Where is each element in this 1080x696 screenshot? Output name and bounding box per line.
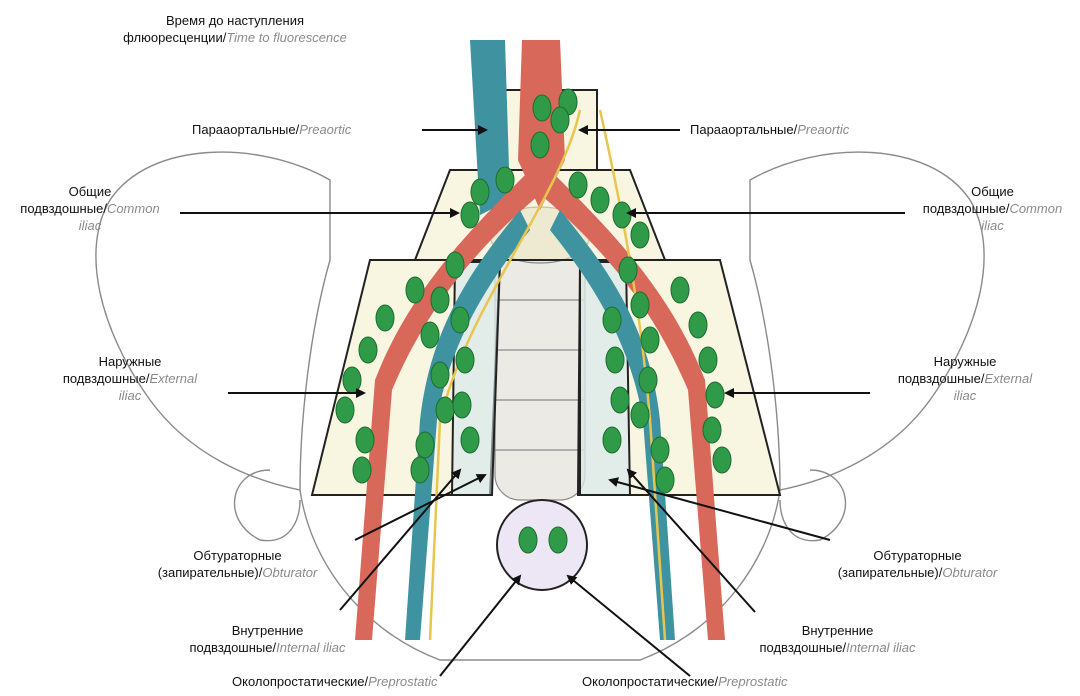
lymph-node (613, 202, 631, 228)
lymph-node (436, 397, 454, 423)
lymph-node (519, 527, 537, 553)
label-preprostatic-right: Околопростатические/Preprostatic (582, 673, 788, 690)
lymph-node (431, 362, 449, 388)
lymph-node (461, 202, 479, 228)
lymph-node (631, 292, 649, 318)
lymph-node (699, 347, 717, 373)
label-common-iliac-left: Общие подвздошные/Common iliac (0, 183, 180, 234)
lymph-node (451, 307, 469, 333)
label-preprostatic-left: Околопростатические/Preprostatic (232, 673, 438, 690)
lymph-node (703, 417, 721, 443)
lymph-node (359, 337, 377, 363)
title-line-2: флюоресценции/Time to fluorescence (110, 29, 360, 46)
lymph-node (549, 527, 567, 553)
lymph-node (656, 467, 674, 493)
title-line-1: Время до наступления (110, 12, 360, 29)
label-external-iliac-left: Наружные подвздошные/External iliac (35, 353, 225, 404)
lymph-node (456, 347, 474, 373)
lymph-node (531, 132, 549, 158)
label-obturator-left: Обтураторные (запирательные)/Obturator (120, 547, 355, 581)
lymph-node (639, 367, 657, 393)
lymph-node (376, 305, 394, 331)
lymph-node (651, 437, 669, 463)
lymph-node (591, 187, 609, 213)
lymph-node (603, 427, 621, 453)
label-internal-iliac-left: Внутренние подвздошные/Internal iliac (150, 622, 385, 656)
lymph-node (631, 222, 649, 248)
lymph-node (356, 427, 374, 453)
lymph-node (496, 167, 514, 193)
lymph-node (446, 252, 464, 278)
label-preaortic-right: Парааортальные/Preaortic (690, 121, 849, 138)
lymph-node (406, 277, 424, 303)
lymph-node (471, 179, 489, 205)
lymph-node (416, 432, 434, 458)
lymph-node (461, 427, 479, 453)
lymph-node (353, 457, 371, 483)
lymph-node (453, 392, 471, 418)
lymph-node (603, 307, 621, 333)
arrow-preprostatic-left (440, 576, 520, 676)
lymph-node (606, 347, 624, 373)
label-external-iliac-right: Наружные подвздошные/External iliac (870, 353, 1060, 404)
lymph-node (619, 257, 637, 283)
lymph-node (533, 95, 551, 121)
label-common-iliac-right: Общие подвздошные/Common iliac (905, 183, 1080, 234)
lymph-node (421, 322, 439, 348)
label-preaortic-left: Парааортальные/Preaortic (192, 121, 351, 138)
lymph-node (706, 382, 724, 408)
preprostatic-region (497, 500, 587, 590)
lymph-node (336, 397, 354, 423)
label-internal-iliac-right: Внутренние подвздошные/Internal iliac (720, 622, 955, 656)
diagram-title: Время до наступления флюоресценции/Time … (110, 12, 360, 46)
lymph-node (713, 447, 731, 473)
lymph-node (631, 402, 649, 428)
lymph-node (343, 367, 361, 393)
lymph-node (671, 277, 689, 303)
lymph-node (689, 312, 707, 338)
lymph-node (569, 172, 587, 198)
lymph-node (431, 287, 449, 313)
lymph-node (641, 327, 659, 353)
lymph-node (551, 107, 569, 133)
lymph-node (411, 457, 429, 483)
lymph-node (611, 387, 629, 413)
label-obturator-right: Обтураторные (запирательные)/Obturator (800, 547, 1035, 581)
